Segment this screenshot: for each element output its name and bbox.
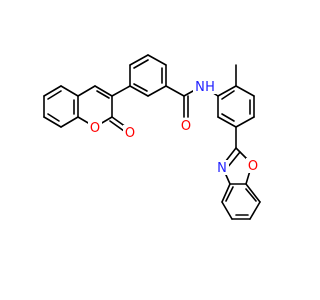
oxazole-oxygen-label: O bbox=[248, 159, 258, 174]
carbonyl-oxygen-label: O bbox=[181, 119, 191, 134]
coumarin-ring-oxygen-label: O bbox=[90, 121, 100, 136]
structure-canvas: N H O O O N O bbox=[43, 54, 261, 220]
central-phenyl-ring bbox=[111, 54, 167, 97]
molecule-drawing: N H O O O N O bbox=[43, 54, 261, 220]
benzoxazole bbox=[221, 147, 261, 220]
atom-labels: N H O O O N O bbox=[88, 79, 260, 176]
tolyl-ring bbox=[217, 64, 255, 149]
amide-hydrogen-label: H bbox=[205, 80, 215, 95]
amide-nitrogen-label: N bbox=[195, 80, 205, 95]
coumarin-benzo-ring bbox=[43, 85, 79, 128]
oxazole-nitrogen-label: N bbox=[217, 161, 227, 176]
coumarin-keto-oxygen-label: O bbox=[125, 126, 135, 141]
